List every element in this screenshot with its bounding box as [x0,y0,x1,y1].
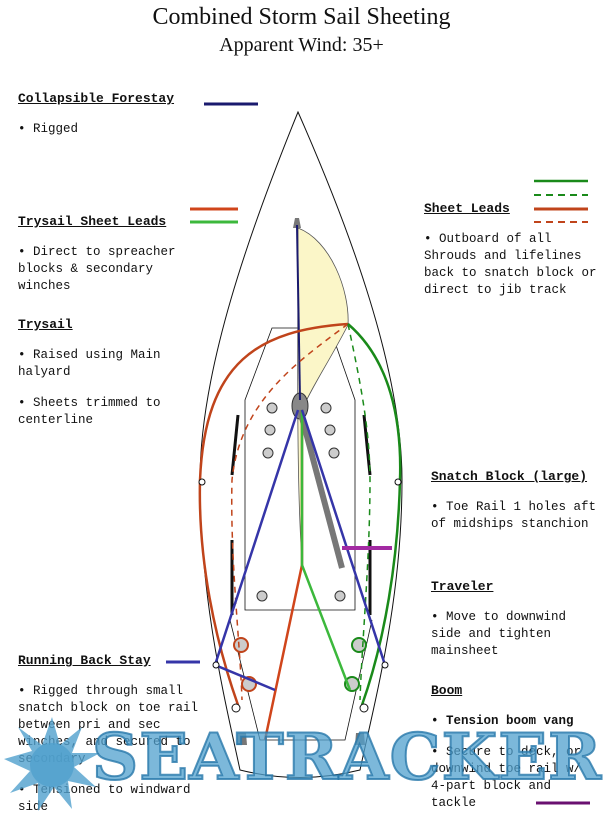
bow-fitting [293,218,301,228]
page-subtitle: Apparent Wind: 35+ [219,34,384,56]
trysail-item-2: • Sheets trimmed to centerline [18,396,161,427]
sheet-lead-green-dashed [347,323,371,701]
running-back-stay-item-2: • Tensioned to windward side [18,783,191,814]
running-back-stay-section: Running Back Stay • Rigged through small… [18,652,213,816]
trysail-sheet-green [300,410,352,691]
boom-item-2: • Secure to deck, or downwind toe rail w… [431,745,582,810]
sheet-lead-red-dashed [231,323,349,701]
running-back-stay-heading: Running Back Stay [18,653,151,668]
traveler-section: Traveler • Move to downwind side and tig… [431,578,601,660]
jib-tracks [230,414,372,615]
trysail-shape [297,227,349,561]
page-title: Combined Storm Sail Sheeting [152,4,451,30]
snatch-blocks [198,478,402,713]
trysail-sheet-red [263,410,304,741]
trysail-sheet-leads-heading: Trysail Sheet Leads [18,214,167,229]
forestay-line [296,224,301,401]
hull-outline [199,110,403,778]
trysail-heading: Trysail [18,317,73,332]
running-back-stay-item-1: • Rigged through small snatch block on t… [18,684,199,766]
boom-spar [297,409,345,569]
sheet-leads-item: • Outboard of all Shrouds and lifelines … [424,232,597,297]
stern-fitting-right [355,733,365,745]
stern-fitting-left [237,733,247,745]
forestay-section: Collapsible Forestay • Rigged [18,90,174,138]
forestay-heading: Collapsible Forestay [18,91,175,106]
traveler-heading: Traveler [431,579,494,594]
forestay-item: • Rigged [18,122,79,136]
trysail-sheet-leads-item: • Direct to spreacher blocks & secondary… [18,245,176,293]
sheet-leads-heading: Sheet Leads [424,201,510,216]
snatch-block-section: Snatch Block (large) • Toe Rail 1 holes … [431,468,601,533]
boom-item-1: • Tension boom vang [431,714,574,728]
boom-heading: Boom [431,683,463,698]
trysail-section: Trysail • Raised using Main halyard • Sh… [18,316,168,429]
traveler-item: • Move to downwind side and tighten main… [431,610,567,658]
winches [233,402,367,692]
snatch-block-heading: Snatch Block (large) [431,469,588,484]
trysail-item-1: • Raised using Main halyard [18,348,161,379]
sheet-leads-section: Sheet Leads • Outboard of all Shrouds an… [424,200,602,299]
snatch-block-item: • Toe Rail 1 holes aft of midships stanc… [431,500,597,531]
trysail-sheet-leads-section: Trysail Sheet Leads • Direct to spreache… [18,213,203,295]
boom-section: Boom • Tension boom vang • Secure to dec… [431,682,603,812]
